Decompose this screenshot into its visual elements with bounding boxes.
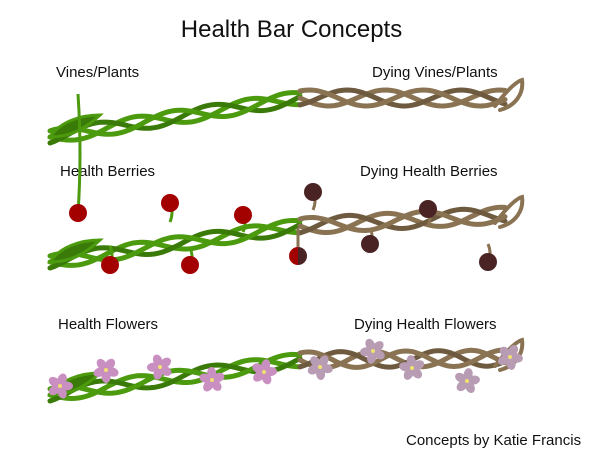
label-dying-vines: Dying Vines/Plants	[372, 64, 498, 81]
flower-petal	[456, 380, 468, 392]
flower-petal	[307, 364, 320, 375]
flower-petal	[96, 358, 107, 370]
label-berries: Health Berries	[60, 163, 156, 180]
flower-center	[104, 368, 108, 372]
healthy-vine-strand	[47, 222, 303, 271]
flower-center	[262, 370, 266, 374]
flower-petal	[506, 357, 516, 370]
dying-flower	[307, 355, 333, 380]
dying-flower	[455, 368, 480, 394]
flower-petal	[318, 355, 329, 367]
vine-curl	[493, 194, 525, 229]
flower-petal	[93, 367, 106, 377]
half-healthy-berry	[289, 247, 298, 265]
flower-petal	[411, 367, 423, 379]
healthy-vine-strand	[47, 90, 303, 137]
dead-berry	[304, 183, 322, 201]
healthy-berry	[69, 204, 87, 222]
vine-curl	[493, 77, 525, 112]
flower-petal	[57, 373, 67, 386]
flower-petal	[160, 365, 172, 376]
flower-center	[508, 355, 512, 359]
vine-leaf-start	[47, 113, 104, 139]
healthy-flower	[199, 367, 225, 392]
flower-petal	[499, 346, 511, 358]
healthy-vine-strand	[47, 218, 303, 263]
healthy-flower	[48, 373, 73, 399]
dying-vine-strand	[297, 206, 508, 236]
flower-petal	[212, 372, 225, 383]
flower-center	[58, 384, 62, 388]
label-flowers: Health Flowers	[58, 316, 159, 333]
label-dying-berries: Dying Health Berries	[360, 163, 498, 180]
healthy-berry	[181, 256, 199, 274]
dying-vine-strand	[297, 347, 508, 370]
flower-center	[371, 349, 375, 353]
healthy-flower	[147, 354, 172, 380]
dying-flower	[360, 338, 385, 364]
flower-petal	[465, 381, 475, 394]
flower-petal	[320, 363, 333, 374]
flower-petal	[310, 356, 321, 368]
flower-petal	[253, 371, 265, 382]
flower-petal	[372, 341, 384, 352]
dying-vine-strand	[297, 208, 508, 234]
flower-center	[158, 365, 162, 369]
dying-vine-strand	[297, 87, 508, 109]
label-vines: Vines/Plants	[56, 64, 140, 81]
dying-vine-strand	[297, 87, 508, 109]
healthy-berry	[101, 256, 119, 274]
flower-petal	[373, 349, 385, 360]
credit-text: Concepts by Katie Francis	[406, 432, 582, 449]
flower-center	[318, 365, 322, 369]
page-title: Health Bar Concepts	[180, 16, 403, 43]
flower-petal	[211, 379, 222, 391]
flower-petal	[48, 385, 60, 396]
half-dead-berry	[298, 247, 307, 265]
dead-berry	[479, 253, 497, 271]
berry-stem	[76, 93, 82, 214]
flower-petal	[412, 360, 425, 370]
flower-petal	[152, 354, 163, 367]
healthy-berry	[234, 206, 252, 224]
flower-petal	[104, 358, 116, 370]
dead-berry	[361, 235, 379, 253]
flower-petal	[160, 357, 171, 368]
dying-vine-strand	[297, 347, 508, 371]
healthy-flower	[252, 359, 277, 385]
flower-petal	[48, 376, 60, 387]
flower-petal	[264, 367, 277, 377]
flower-center	[210, 378, 214, 382]
vine-leaf-start	[47, 238, 104, 264]
dead-berry	[419, 200, 437, 218]
flower-petal	[203, 380, 214, 392]
flower-petal	[455, 372, 467, 383]
flower-petal	[365, 338, 375, 351]
flower-center	[410, 366, 414, 370]
healthy-berry	[161, 194, 179, 212]
dying-flower	[498, 345, 523, 370]
dying-flower	[399, 355, 425, 380]
label-dying-flowers: Dying Health Flowers	[354, 316, 497, 333]
flower-petal	[252, 363, 264, 374]
flower-center	[465, 379, 469, 383]
healthy-flower	[93, 358, 119, 383]
flower-petal	[57, 386, 67, 399]
flower-petal	[403, 368, 414, 380]
